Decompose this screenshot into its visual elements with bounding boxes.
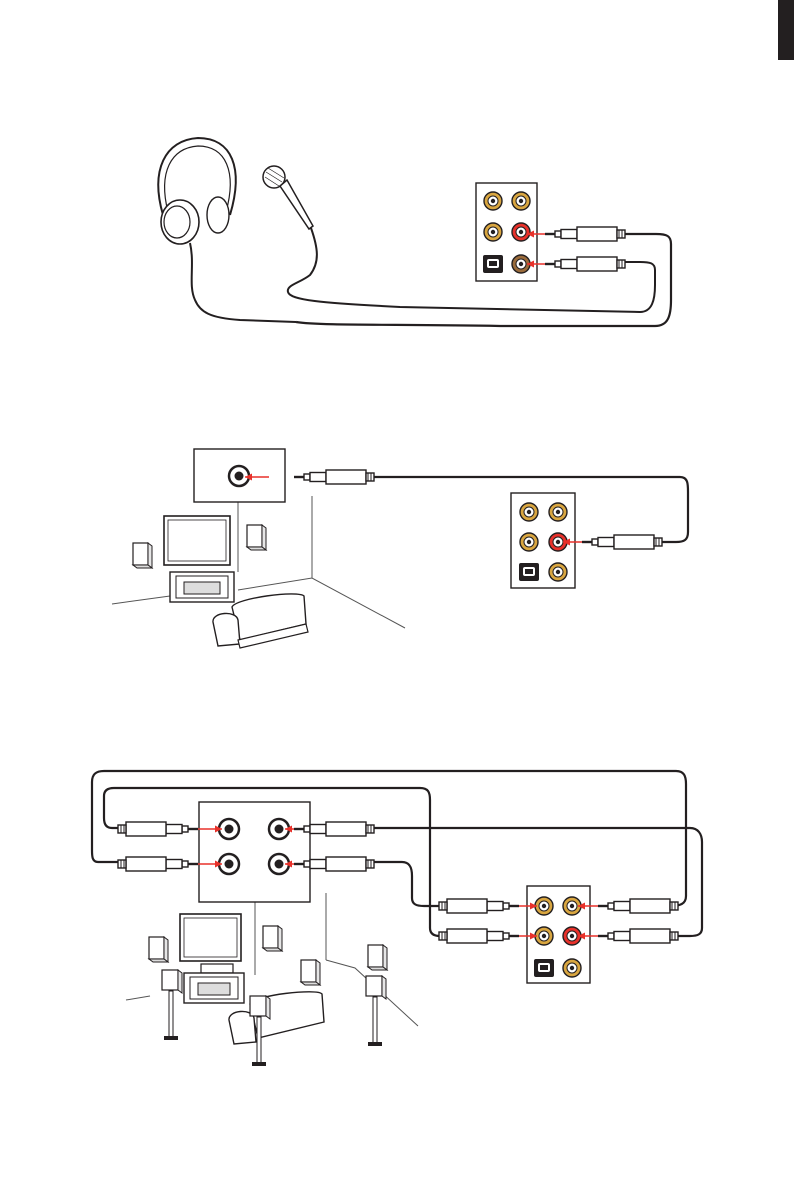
speaker-icon [263, 926, 282, 951]
optical-port-icon [534, 959, 554, 977]
plug-icon [598, 929, 678, 943]
audio-jack-panel-icon [527, 886, 590, 983]
optical-port-icon [483, 255, 503, 273]
speaker-icon [247, 525, 266, 550]
plug-icon [582, 535, 662, 549]
speaker-icon [162, 970, 182, 1040]
plug-icon [545, 257, 625, 271]
speaker-icon [368, 945, 387, 970]
plug-icon [545, 227, 625, 241]
speaker-icon [133, 543, 152, 568]
optical-port-icon [519, 563, 539, 581]
plug-icon [439, 899, 519, 913]
speaker-icon [149, 937, 168, 962]
tv-icon [180, 914, 241, 961]
tv-icon [164, 516, 230, 565]
speaker-icon [366, 976, 386, 1046]
speaker-icon [301, 960, 320, 985]
plug-icon [118, 857, 198, 871]
surround-speaker-connection [92, 771, 702, 1066]
plug-icon [118, 822, 198, 836]
audio-jack-panel-icon [511, 493, 575, 588]
amplifier-icon [184, 973, 244, 1003]
stereo-speaker-connection [112, 449, 688, 648]
headphone-and-microphone-connection [158, 138, 671, 326]
page-edge-mark-icon [778, 0, 794, 60]
audio-jack-panel-icon [476, 183, 537, 281]
plug-icon [598, 899, 678, 913]
amplifier-icon [170, 572, 234, 602]
plug-icon [294, 470, 374, 484]
plug-icon [439, 929, 519, 943]
